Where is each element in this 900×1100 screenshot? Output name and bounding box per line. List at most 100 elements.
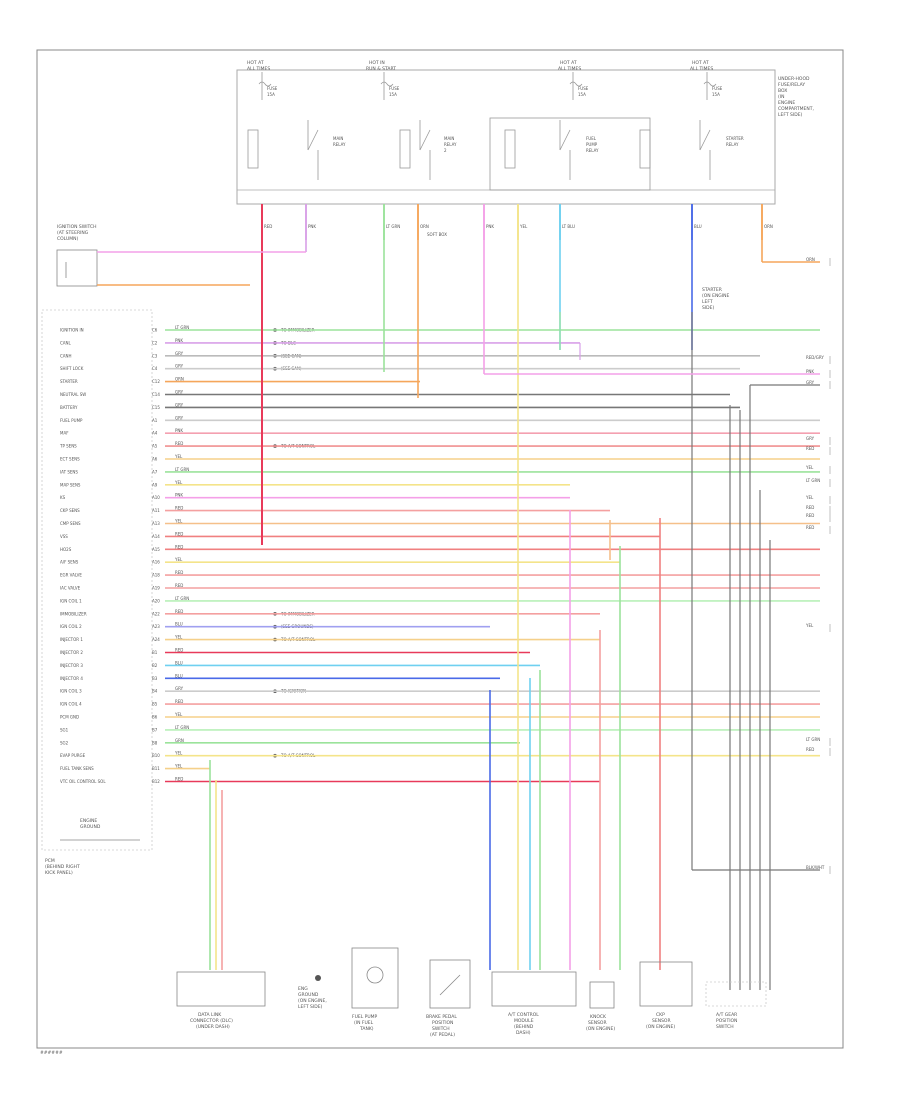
ckp-sensor-label-1: CKP bbox=[656, 1012, 665, 1018]
pcm-pin-name: HO2S bbox=[60, 547, 72, 552]
pcm-pin-name: IAT SENS bbox=[60, 469, 78, 474]
ignition-switch-label-3: COLUMN) bbox=[57, 236, 79, 242]
ckp-sensor: CKP SENSOR (ON ENGINE) bbox=[639, 961, 693, 1030]
pcm-wire-color: LT GRN bbox=[175, 725, 189, 730]
pcm-pin-number: B6 bbox=[152, 715, 158, 720]
relay-box-label-6: COMPARTMENT, bbox=[778, 106, 814, 112]
engine-ground: ENGINE GROUND bbox=[60, 818, 140, 841]
a-t-control-module: A/T CONTROL MODULE (BEHIND DASH) bbox=[491, 971, 577, 1036]
pcm-pin-number: B5 bbox=[152, 702, 158, 707]
dlc-connector: DATA LINK CONNECTOR (DLC) (UNDER DASH) bbox=[176, 971, 266, 1030]
right-wire-label: LT GRN bbox=[806, 478, 831, 487]
top-wire-color: RED bbox=[264, 224, 272, 229]
knock-sensor-label-3: (ON ENGINE) bbox=[586, 1026, 615, 1032]
pcm-wire-color: RED bbox=[175, 544, 183, 549]
fuel-pump-label-3: TANK) bbox=[359, 1026, 374, 1032]
brake-switch: BRAKE PEDAL POSITION SWITCH (AT PEDAL) bbox=[426, 959, 471, 1038]
right-wire-color: RED bbox=[806, 747, 814, 752]
right-wire-label: RED bbox=[806, 513, 831, 522]
a-t-control-label-3: (BEHIND bbox=[514, 1024, 534, 1030]
dlc-label-3: (UNDER DASH) bbox=[196, 1024, 230, 1030]
pcm-wire-color: YEL bbox=[174, 454, 183, 459]
right-wire-color: ORN bbox=[806, 257, 815, 262]
fuel-pump-label-2: (IN FUEL bbox=[354, 1020, 374, 1026]
pcm-pin-number: A23 bbox=[152, 624, 160, 629]
right-wire-color: LT GRN bbox=[806, 737, 820, 742]
relay-box-label-5: ENGINE bbox=[778, 100, 795, 106]
right-wire-color: RED bbox=[806, 513, 814, 518]
pcm-pin-name: EVAP PURGE bbox=[60, 753, 86, 758]
fuse-4-label: FUSE bbox=[712, 86, 723, 91]
pcm-wire-color: GRY bbox=[175, 686, 184, 691]
pcm-pin-row: TP SENSA5REDTO A/T CONTROL bbox=[59, 441, 316, 449]
pcm-pin-name: CMP SENS bbox=[60, 521, 81, 526]
pcm-pin-row: EVAP PURGEB10YELTO A/T CONTROL bbox=[60, 751, 316, 759]
pcm-pin-number: B2 bbox=[152, 663, 158, 668]
pcm-wire-color: YEL bbox=[174, 635, 183, 640]
pcm-pin-number: A14 bbox=[152, 534, 160, 539]
right-wire-label: ORN bbox=[806, 257, 831, 266]
pcm-label: PCM (BEHIND RIGHT KICK PANEL) bbox=[45, 858, 80, 876]
relay-2-line2: RELAY bbox=[444, 142, 457, 147]
pcm-pin-number: B3 bbox=[152, 676, 158, 681]
pcm-pin-number: A16 bbox=[152, 560, 160, 565]
page-border bbox=[36, 49, 844, 1049]
a-t-control-label-1: A/T CONTROL bbox=[508, 1012, 539, 1018]
a-t-gear-label-3: SWITCH bbox=[716, 1024, 734, 1030]
pcm-pin-number: A13 bbox=[152, 521, 160, 526]
wire-harness bbox=[97, 204, 820, 990]
pcm-wire-color: YEL bbox=[174, 751, 183, 756]
pcm-pin-name: ECT SENS bbox=[60, 457, 80, 462]
top-wire-label: BLU bbox=[691, 204, 702, 240]
pcm-pin-name: INJECTOR 3 bbox=[60, 663, 83, 668]
engine-ground-label-1: ENGINE bbox=[80, 818, 97, 824]
starter-label: STARTER (ON ENGINE LEFT SIDE) bbox=[702, 287, 729, 311]
top-wire-label: ORN bbox=[417, 204, 429, 240]
fuse-2-sub: RUN & START bbox=[366, 66, 396, 72]
pcm-pin-number: C4 bbox=[152, 366, 158, 371]
relay-3-line3: RELAY bbox=[586, 148, 599, 153]
a-t-control-label-4: DASH) bbox=[516, 1030, 531, 1036]
fuse-1-sub: ALL TIMES bbox=[247, 66, 270, 72]
brake-switch-label-4: (AT PEDAL) bbox=[430, 1032, 455, 1038]
pcm-pin-name: IGNITION IN bbox=[60, 328, 84, 333]
pcm-wire-color: PNK bbox=[175, 493, 183, 498]
right-wire-label: GRY bbox=[806, 436, 831, 445]
top-wire-label: PNK bbox=[483, 204, 494, 240]
dlc-label-1: DATA LINK bbox=[198, 1012, 222, 1018]
fuse-2-label: FUSE bbox=[389, 86, 400, 91]
pcm-pin-number: A9 bbox=[152, 482, 158, 487]
relay-3-line2: PUMP bbox=[586, 142, 598, 147]
right-wire-color: RED bbox=[806, 446, 814, 451]
pcm-label-2: (BEHIND RIGHT bbox=[45, 864, 80, 870]
pcm-pin-name: EGR VALVE bbox=[60, 573, 82, 578]
right-wire-label: RED bbox=[806, 446, 831, 455]
relay-3: FUEL PUMP RELAY bbox=[586, 136, 599, 153]
top-wire-color: LT BLU bbox=[562, 224, 575, 229]
right-wire-label: RED/GRY bbox=[806, 355, 831, 364]
top-wire-label: ORN bbox=[761, 204, 773, 240]
right-wire-label: BLK/WHT bbox=[806, 865, 831, 874]
pcm-pin-name: VSS bbox=[60, 534, 68, 539]
fuse-2-amps: 15A bbox=[389, 92, 397, 97]
pcm-wire-color: YEL bbox=[174, 764, 183, 769]
pcm-pin-number: B7 bbox=[152, 727, 158, 732]
fuel-pump: FUEL PUMP (IN FUEL TANK) bbox=[351, 947, 399, 1032]
right-wire-color: RED/GRY bbox=[806, 355, 824, 360]
right-wire-label: LT GRN bbox=[806, 737, 831, 746]
pcm-pin-number: C3 bbox=[152, 353, 158, 358]
ecm-ground: ENG GROUND (ON ENGINE, LEFT SIDE) bbox=[298, 975, 327, 1010]
top-wire-color: PNK bbox=[308, 224, 316, 229]
right-wire-color: GRY bbox=[806, 380, 815, 385]
right-wire-color: RED bbox=[806, 525, 814, 530]
top-wire-color: LT GRN bbox=[386, 224, 400, 229]
right-wire-color: PNK bbox=[806, 369, 814, 374]
